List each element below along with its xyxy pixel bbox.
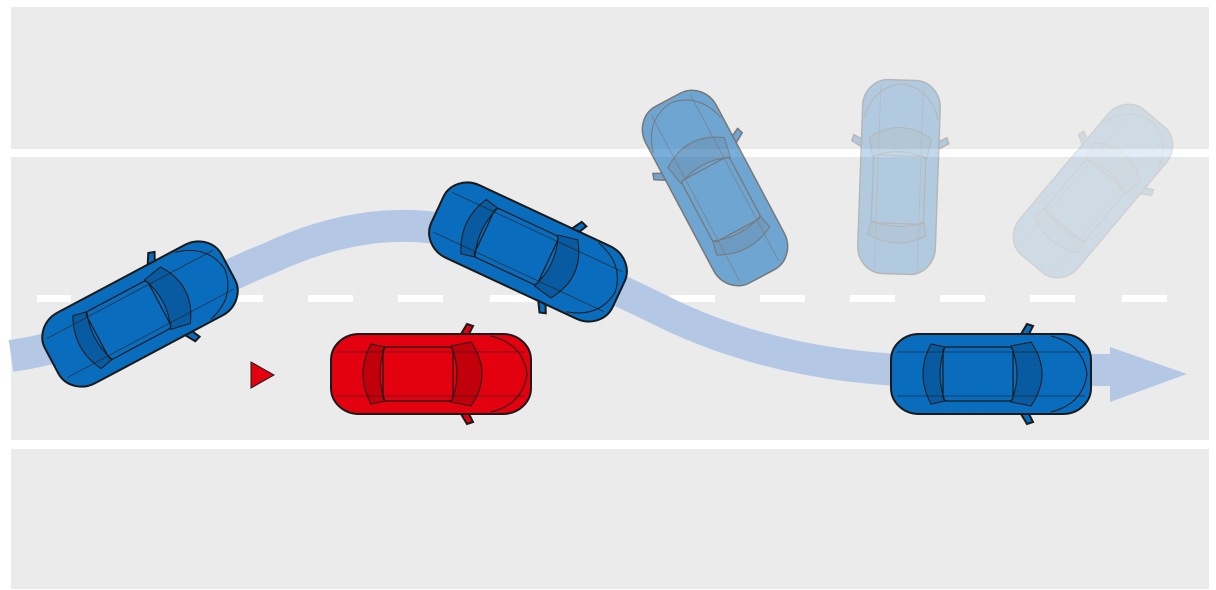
road-lower-shoulder (11, 449, 1209, 589)
warning-triangle-icon (250, 361, 276, 389)
vehicle-blue-final (890, 323, 1092, 425)
vehicle-red-obstacle (330, 323, 532, 425)
road-upper-shoulder (11, 7, 1209, 149)
vehicle-blue-ghost-2 (846, 77, 952, 277)
